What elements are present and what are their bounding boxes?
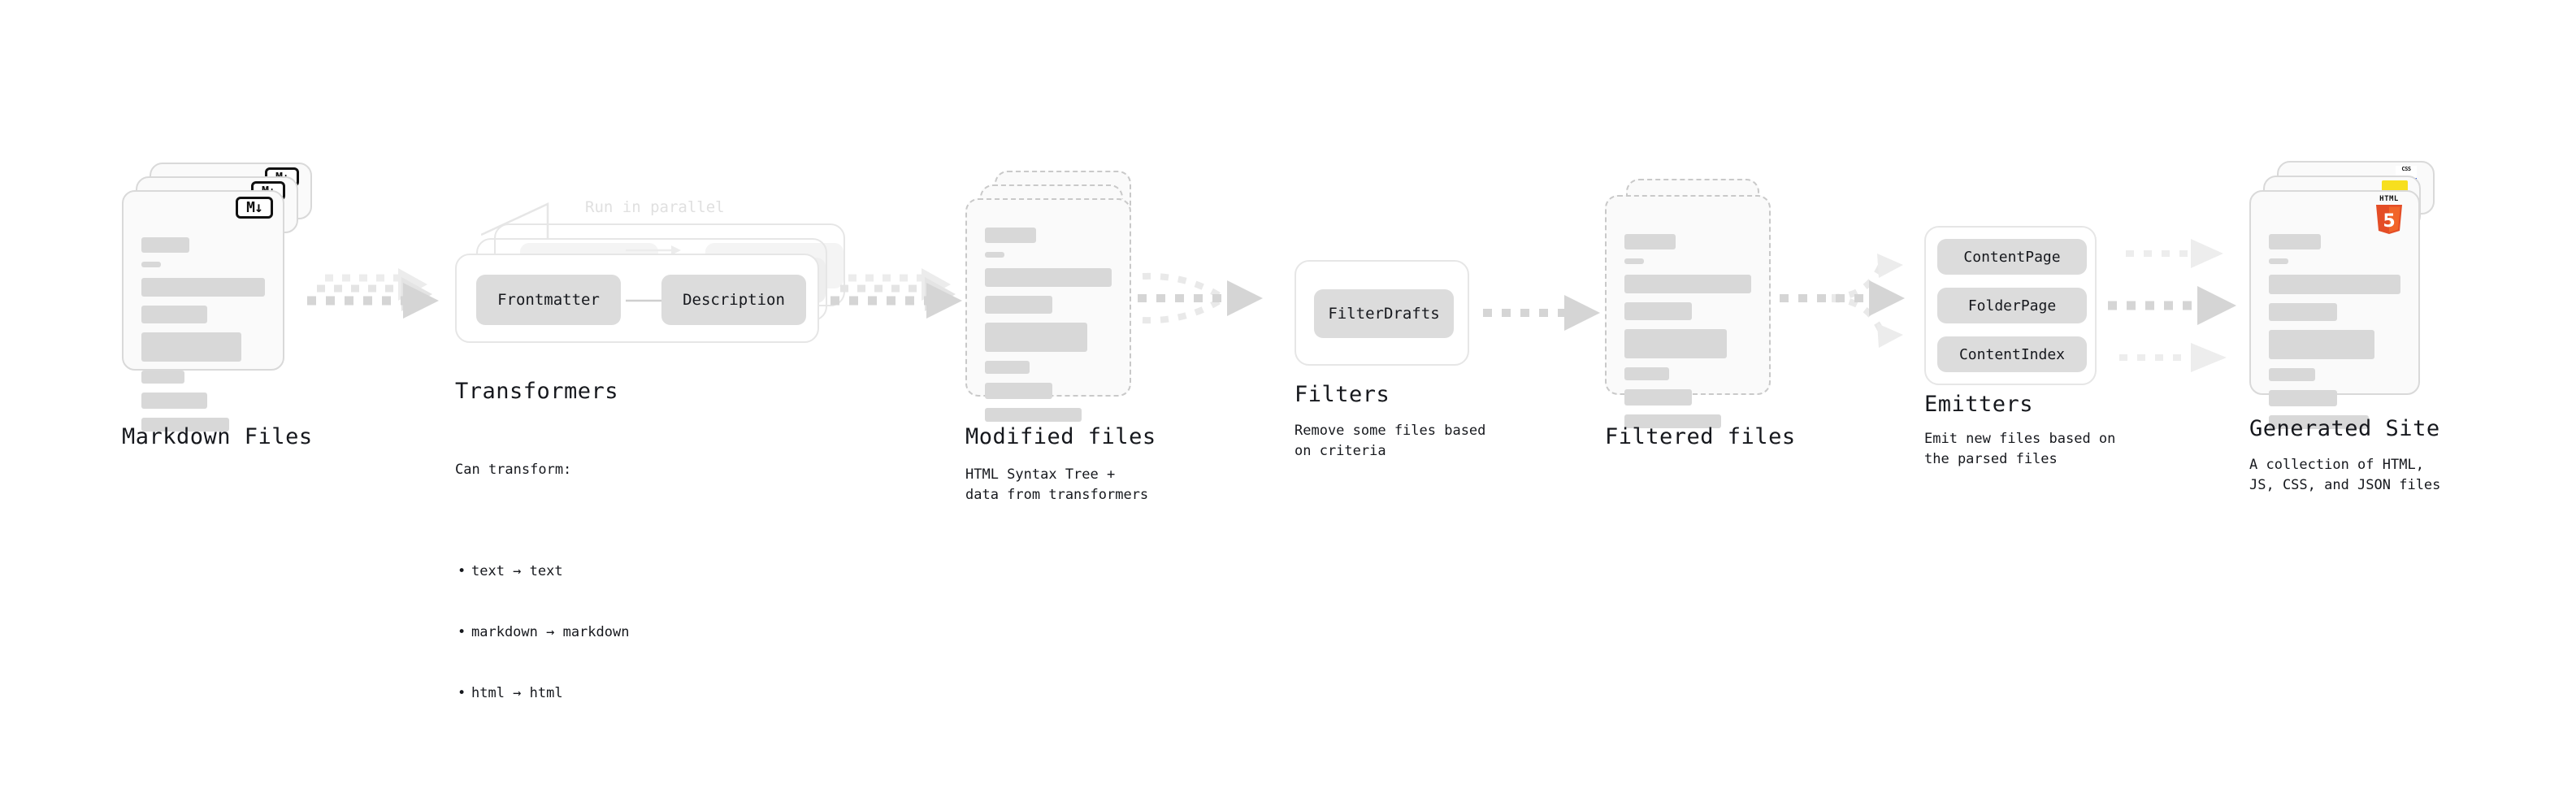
content-bar [1624,275,1751,293]
content-bar [2269,275,2400,294]
content-bar [2269,368,2315,381]
desc-emitters: Emit new files based on the parsed files [1924,431,2116,467]
content-bar [2269,415,2370,429]
chip-contentindex-label: ContentIndex [1958,345,2066,363]
content-bar [2269,330,2374,359]
content-bar [985,296,1052,314]
chip-filterdrafts[interactable]: FilterDrafts [1314,289,1454,338]
modified-card-front [965,198,1131,422]
desc-transformers: Can transform: text → text markdown → ma… [455,419,629,785]
content-bar [2269,303,2338,321]
desc-filters: Remove some files based on criteria [1295,423,1486,459]
chip-contentpage-label: ContentPage [1963,248,2061,266]
transformers-list: text → text markdown → markdown html → h… [455,521,630,744]
title-generated-site: Generated Site [2249,416,2440,441]
pipeline-diagram: M↓ M↓ M↓ [0,0,2576,681]
generated-card-bars [2269,234,2400,438]
chip-folderpage-label: FolderPage [1967,297,2057,314]
content-bar [985,361,1030,374]
content-bar [141,262,161,267]
content-bar [141,332,242,362]
chip-filterdrafts-label: FilterDrafts [1328,305,1440,323]
list-item: html → html [458,683,629,704]
content-bar [141,371,185,384]
content-bar [2269,390,2338,406]
markdown-badge-label-front: M↓ [246,198,263,216]
markdown-card-front [122,190,284,432]
content-bar [1624,234,1676,249]
desc-modified-files: HTML Syntax Tree + data from transformer… [965,466,1149,503]
modified-card-bars [985,228,1112,431]
content-bar [1624,367,1669,380]
connector-transformers-to-modified [830,267,975,335]
connector-emitters-to-site [2108,231,2254,380]
content-bar [985,408,1082,422]
desc-generated-site: A collection of HTML, JS, CSS, and JSON … [2249,457,2441,493]
emitters-box: ContentPage FolderPage ContentIndex [1924,226,2097,385]
chip-contentpage[interactable]: ContentPage [1937,239,2087,275]
content-bar [141,392,207,409]
chip-contentindex[interactable]: ContentIndex [1937,336,2087,372]
content-bar [1624,302,1692,320]
chip-frontmatter-label: Frontmatter [497,291,600,309]
html5-badge: HTML 5 [2373,195,2405,236]
css-badge-label: CSS [2401,166,2411,172]
filtered-card-front [1605,195,1771,428]
title-filters: Filters [1295,382,1390,407]
content-bar [141,278,265,297]
connector-filtered-to-emitters [1780,241,1924,362]
generated-card-front [2249,190,2420,429]
content-bar [141,418,229,432]
content-bar [2269,234,2321,249]
content-bar [1624,258,1644,264]
title-transformers: Transformers [455,379,619,404]
chip-description-label: Description [683,291,785,309]
content-bar [1624,389,1692,406]
title-markdown-files: Markdown Files [122,424,313,449]
html5-badge-wordmark: HTML [2379,195,2399,203]
html5-shield-icon: 5 [2376,205,2402,234]
connector-modified-to-filters [1138,265,1284,340]
title-emitters: Emitters [1924,392,2034,417]
chip-description[interactable]: Description [661,275,806,325]
transformer-box-front: Frontmatter Description [455,254,819,343]
content-bar [1624,414,1721,428]
content-bar [2269,258,2288,264]
list-item: text → text [458,562,629,582]
markdown-badge-front: M↓ [236,197,273,219]
content-bar [985,383,1052,399]
content-bar [141,306,207,323]
markdown-card-bars [141,237,265,440]
content-bar [985,323,1088,352]
note-run-in-parallel: Run in parallel [585,198,725,216]
connector-md-to-transformers [307,267,452,335]
content-bar [985,268,1112,287]
title-filtered-files: Filtered files [1605,424,1796,449]
content-bar [985,252,1004,258]
filtered-card-bars [1624,234,1751,437]
connector-filters-to-filtered [1483,293,1613,335]
svg-text:5: 5 [2383,211,2395,232]
content-bar [1624,329,1728,358]
chip-frontmatter[interactable]: Frontmatter [476,275,621,325]
chip-folderpage[interactable]: FolderPage [1937,288,2087,323]
filters-box: FilterDrafts [1295,260,1469,366]
content-bar [141,237,189,253]
desc-transformers-lead: Can transform: [455,462,572,478]
list-item: markdown → markdown [458,622,630,643]
title-modified-files: Modified files [965,424,1156,449]
content-bar [985,228,1036,243]
